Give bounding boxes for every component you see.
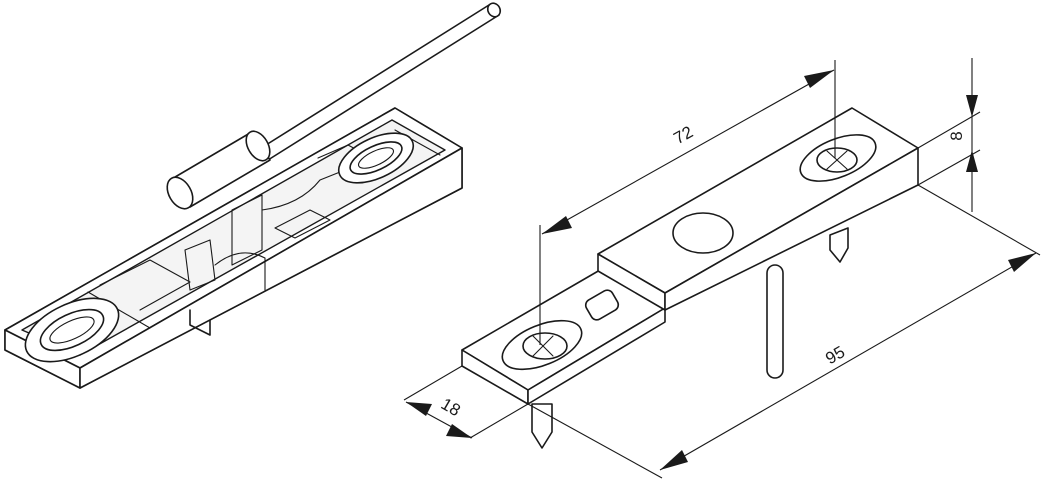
dim18-arrow-left xyxy=(406,402,432,416)
cavity-block xyxy=(99,259,191,311)
dim18-ext-left xyxy=(403,365,463,401)
housing-step xyxy=(189,309,211,336)
magnet-rod-assembly xyxy=(166,2,502,210)
magnet-cradle xyxy=(261,171,341,211)
housing-front-face xyxy=(79,147,463,389)
front-pin xyxy=(531,403,553,449)
left-slot-hole xyxy=(39,308,105,352)
center-pin xyxy=(766,264,784,379)
center-recess xyxy=(672,212,734,254)
dim95-arrow-left xyxy=(660,450,688,470)
rear-pin xyxy=(829,227,849,263)
front-screw-head xyxy=(522,332,568,360)
left-slot-inner xyxy=(49,316,95,344)
dim8-arrow-top xyxy=(966,95,978,117)
dim72-arrow-right xyxy=(804,70,834,88)
dim72-line xyxy=(541,69,835,235)
dim8-ext-bottom xyxy=(917,149,981,186)
rear-screw-cross-b xyxy=(826,150,848,170)
dim95-arrow-right xyxy=(1008,253,1036,272)
dim8-label: 8 xyxy=(947,131,966,140)
right-slot-hole xyxy=(349,141,403,175)
front-screw-cross-b xyxy=(532,335,554,357)
dim18-label: 18 xyxy=(438,394,464,420)
small-tab xyxy=(184,239,216,291)
dim95-line xyxy=(659,252,1037,471)
dim8-arrow-bottom xyxy=(966,150,978,172)
dim18-arrow-right xyxy=(446,424,472,438)
dim72-arrow-left xyxy=(542,216,572,234)
dimension-8: 8 xyxy=(917,58,981,212)
lower-plate-side xyxy=(527,307,666,405)
magnet-housing xyxy=(4,107,463,389)
dim8-ext-top xyxy=(917,111,981,149)
center-wall xyxy=(231,194,263,266)
inner-block xyxy=(274,209,331,239)
dim95-ext-left xyxy=(527,403,663,479)
strike-plate xyxy=(461,107,919,449)
dim95-ext-right xyxy=(917,184,1041,256)
curved-seat xyxy=(214,252,266,291)
magnet-end-back xyxy=(245,130,271,162)
dim18-ext-right xyxy=(469,403,529,439)
dim95-label: 95 xyxy=(822,342,848,368)
square-hole xyxy=(584,289,620,321)
rod-tip xyxy=(486,2,502,18)
dim72-label: 72 xyxy=(670,122,696,148)
right-slot-inner xyxy=(357,147,395,169)
magnet-end-front xyxy=(166,176,194,210)
